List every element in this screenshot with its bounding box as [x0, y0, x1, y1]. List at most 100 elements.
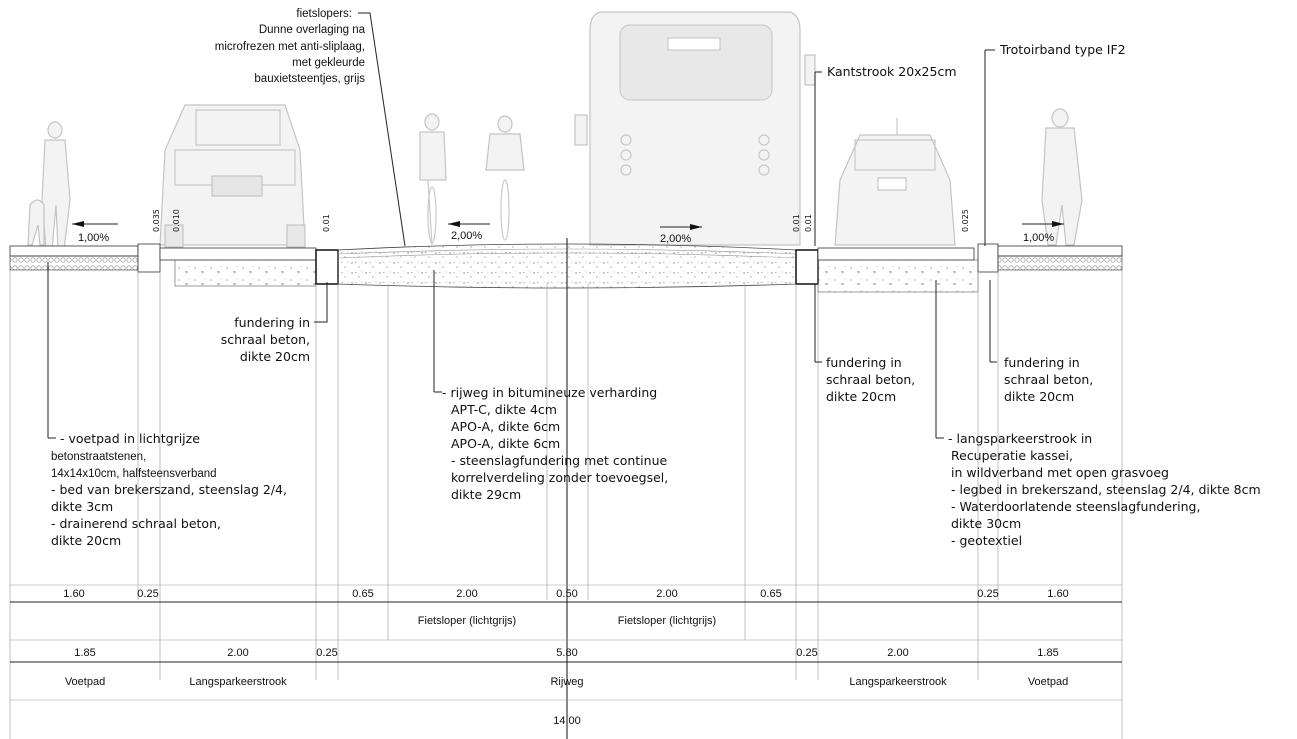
label-dimension-rows-row1-3: 2.00 [456, 588, 477, 600]
dimension-table: 1.60 0.25 0.65 2.00 0.50 2.00 0.65 0.25 … [10, 584, 1122, 727]
pedestrian-right-figure [1041, 108, 1083, 246]
label-annotations-fietslopers-1: Dunne overlaging na [259, 24, 366, 36]
label-dimension-rows-row1-5: 2.00 [656, 588, 677, 600]
dim-001-left: 0.01 [322, 214, 331, 232]
label-dimension-rows-row3-3: 5.80 [556, 647, 577, 659]
label-annotations-fundering-mid-right-0: fundering in [826, 355, 902, 370]
label-dimension-rows-row1-8: 1.60 [1047, 588, 1068, 600]
footpath-right-pavers [997, 245, 1123, 257]
label-annotations-fietslopers-4: bauxietsteentjes, grijs [254, 73, 365, 85]
label-annotations-fundering-left-0: fundering in [234, 315, 310, 330]
label-annotations-langsparkeer-6: - geotextiel [951, 533, 1022, 548]
label-annotations-fundering-far-right-1: schraal beton, [1004, 372, 1093, 387]
label-dimension-rows-row4-1: Langsparkeerstrook [189, 676, 287, 688]
slope-mid-left-label: 2,00% [451, 230, 482, 242]
dim-001-right-b: 0.01 [804, 214, 813, 232]
label-dimension-rows-row3-6: 1.85 [1037, 647, 1058, 659]
label-annotations-rijweg-5: korrelverdeling zonder toevoegsel, [451, 470, 668, 485]
dimension-row-2: Fietsloper (lichtgrijs) Fietsloper (lich… [418, 615, 716, 627]
label-annotations-fundering-mid-right-2: dikte 20cm [826, 389, 896, 404]
label-annotations-langsparkeer-3: - legbed in brekerszand, steenslag 2/4, … [951, 482, 1261, 497]
label-dimension-rows-row4-3: Langsparkeerstrook [849, 676, 947, 688]
parking-right-foundation [817, 259, 979, 293]
label-annotations-langsparkeer-2: in wildverband met open grasvoeg [951, 465, 1169, 480]
annotation-fundering-mid-right: fundering in schraal beton, dikte 20cm [826, 355, 915, 404]
dim-0035: 0.035 [152, 209, 161, 232]
label-annotations-voetpad-1: betonstraatstenen, [51, 451, 146, 463]
parking-left-foundation [174, 259, 317, 287]
label-annotations-langsparkeer-5: dikte 30cm [951, 516, 1021, 531]
annotation-trotoirband: Trotoirband type IF2 [999, 42, 1126, 57]
edge-strip-right [795, 249, 819, 285]
label-dimension-rows-row3-5: 2.00 [887, 647, 908, 659]
footpath-left-pavers [9, 245, 139, 257]
label-annotations-fundering-far-right-0: fundering in [1004, 355, 1080, 370]
label-annotations-langsparkeer-0: - langsparkeerstrook in [948, 431, 1092, 446]
label-annotations-rijweg-1: APT-C, dikte 4cm [451, 402, 557, 417]
label-dimension-rows-row3-2: 0.25 [316, 647, 337, 659]
annotation-langsparkeer: - langsparkeerstrook in Recuperatie kass… [948, 431, 1261, 548]
label-dimension-rows-row3-1: 2.00 [227, 647, 248, 659]
label-annotations-langsparkeer-4: - Waterdoorlatende steenslagfundering, [951, 499, 1200, 514]
label-annotations-rijweg-6: dikte 29cm [451, 487, 521, 502]
label-annotations-fundering-far-right-2: dikte 20cm [1004, 389, 1074, 404]
dim-0025: 0.025 [961, 209, 970, 232]
edge-strip-left [315, 249, 339, 285]
footpath-left-foundation [9, 255, 139, 271]
label-dimension-rows-row2-0: Fietsloper (lichtgrijs) [418, 615, 516, 627]
label-dimension-rows-row1-1: 0.25 [137, 588, 158, 600]
parking-strip-left [159, 247, 317, 261]
slope-mid-right-label: 2,00% [660, 233, 691, 245]
label-annotations-fundering-mid-right-1: schraal beton, [826, 372, 915, 387]
label-annotations-voetpad-5: - drainerend schraal beton, [51, 516, 221, 531]
bus-figure [574, 11, 816, 246]
label-dimension-rows-row1-6: 0.65 [760, 588, 781, 600]
label-annotations-fietslopers-2: microfrezen met anti-sliplaag, [215, 41, 365, 53]
label-annotations-rijweg-4: - steenslagfundering met continue [451, 453, 667, 468]
label-annotations-voetpad-4: dikte 3cm [51, 499, 113, 514]
car-front-left-figure [159, 104, 306, 248]
dimension-row-3: 1.85 2.00 0.25 5.80 0.25 2.00 1.85 [74, 647, 1058, 659]
dim-0010: 0.010 [172, 209, 181, 232]
label-dimension-rows-row4-0: Voetpad [65, 676, 105, 688]
annotation-fietslopers: fietslopers: Dunne overlaging na microfr… [215, 8, 366, 85]
label-annotations-fietslopers-0: fietslopers: [296, 8, 352, 20]
dimension-row-4: Voetpad Langsparkeerstrook Rijweg Langsp… [65, 676, 1068, 688]
label-annotations-voetpad-6: dikte 20cm [51, 533, 121, 548]
label-dimension-rows-row1-2: 0.65 [352, 588, 373, 600]
footpath-right-foundation [997, 255, 1123, 271]
label-dimension-rows-row4-4: Voetpad [1028, 676, 1068, 688]
annotation-fundering-far-right: fundering in schraal beton, dikte 20cm [1004, 355, 1093, 404]
label-annotations-langsparkeer-1: Recuperatie kassei, [951, 448, 1073, 463]
slope-left-label: 1,00% [78, 232, 109, 244]
label-annotations-rijweg-3: APO-A, dikte 6cm [451, 436, 560, 451]
label-dimension-rows-row4-2: Rijweg [550, 676, 583, 688]
dimension-total: 14.00 [553, 715, 581, 727]
annotation-kantstrook: Kantstrook 20x25cm [827, 64, 957, 79]
label-dimension-rows-row2-1: Fietsloper (lichtgrijs) [618, 615, 716, 627]
dimension-row-1: 1.60 0.25 0.65 2.00 0.50 2.00 0.65 0.25 … [63, 588, 1068, 600]
car-rear-right-figure [834, 118, 956, 246]
curb-right [977, 243, 999, 273]
label-dimension-rows-row3-0: 1.85 [74, 647, 95, 659]
label-annotations-voetpad-2: 14x14x10cm, halfsteensverband [51, 468, 217, 480]
label-annotations-rijweg-2: APO-A, dikte 6cm [451, 419, 560, 434]
slope-arrows: 1,00% 2,00% 2,00% 1,00% [72, 221, 1064, 245]
pedestrian-left-figure [27, 121, 71, 251]
annotation-rijweg: - rijweg in bitumineuze verharding APT-C… [442, 385, 668, 502]
label-annotations-voetpad-0: - voetpad in lichtgrijze [60, 431, 200, 446]
label-annotations-voetpad-3: - bed van brekerszand, steenslag 2/4, [51, 482, 287, 497]
label-dimension-rows-row1-0: 1.60 [63, 588, 84, 600]
parking-strip-right [817, 247, 975, 261]
cross-section [9, 243, 1123, 293]
label-annotations-fundering-left-2: dikte 20cm [240, 349, 310, 364]
label-annotations-fundering-left-1: schraal beton, [221, 332, 310, 347]
label-dimension-rows-row1-7: 0.25 [977, 588, 998, 600]
label-annotations-fietslopers-3: met gekleurde [292, 57, 365, 69]
curb-left [137, 243, 161, 273]
label-annotations-rijweg-0: - rijweg in bitumineuze verharding [442, 385, 657, 400]
cyclists-figure [419, 113, 525, 246]
annotation-fundering-left: fundering in schraal beton, dikte 20cm [221, 315, 310, 364]
small-dimension-texts: 0.035 0.010 0.01 0.01 0.01 0.025 [152, 209, 970, 232]
